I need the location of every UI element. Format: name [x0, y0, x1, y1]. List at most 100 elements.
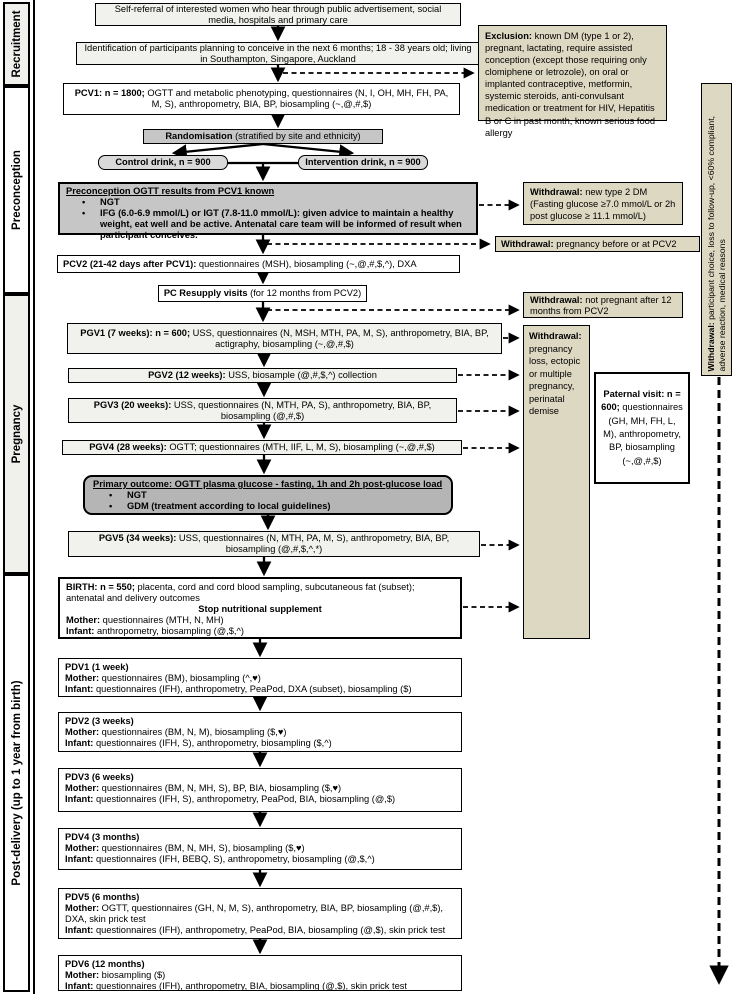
box-withdrawal-pregnancy-loss: Withdrawal: pregnancy loss, ectopic or m… — [523, 325, 590, 639]
withdrawal-new-t2dm-text: new type 2 DM (Fasting glucose ≥7.0 mmol… — [530, 187, 676, 222]
withdrawal-new-t2dm-title: Withdrawal: — [530, 187, 583, 197]
pdv1-title: PDV1 (1 week) — [65, 662, 129, 672]
box-pdv5: PDV5 (6 months) Mother: OGTT, questionna… — [58, 888, 462, 939]
pdv3-infant-text: questionnaires (IFH, S), anthropometry, … — [93, 793, 396, 804]
pcv2-title: PCV2 (21-42 days after PCV1): — [63, 258, 197, 269]
withdrawal-general-text: Withdrawal: participant choice, loss to … — [705, 115, 727, 371]
section-postdelivery-label: Post-delivery (up to 1 year from birth) — [10, 680, 23, 886]
pdv2-infant-text: questionnaires (IFH, S), anthropometry, … — [93, 737, 332, 748]
pgv2-title: PGV2 (12 weeks): — [148, 370, 226, 381]
section-pregnancy-label: Pregnancy — [10, 404, 23, 464]
withdrawal-not-pregnant-12m-text: not pregnant after 12 months from PCV2 — [530, 295, 672, 316]
pdv4-infant-text: questionnaires (IFH, BEBQ, S), anthropom… — [93, 853, 375, 864]
pgv3-text: USS, questionnaires (N, MTH, PA, S), ant… — [171, 399, 432, 421]
preconception-ogtt-bullet-ifg: IFG (6.0-6.9 mmol/L) or IGT (7.8-11.0 mm… — [66, 208, 470, 241]
identification-text: Identification of participants planning … — [84, 42, 472, 64]
pdv4-infant-label: Infant: — [65, 853, 94, 864]
control-drink-label: Control drink, n = 900 — [115, 157, 211, 168]
pdv5-mother-text: OGTT, questionnaires (GH, N, M, S), anth… — [65, 902, 444, 924]
exclusion-text: known DM (type 1 or 2), pregnant, lactat… — [485, 31, 656, 138]
pdv6-mother-text: biosampling ($) — [99, 969, 166, 980]
section-pregnancy: Pregnancy — [3, 294, 30, 574]
withdrawal-pregnancy-loss-text: pregnancy loss, ectopic or multiple preg… — [529, 343, 581, 417]
pdv6-mother-label: Mother: — [65, 969, 100, 980]
primary-outcome-heading: Primary outcome: OGTT plasma glucose - f… — [93, 479, 443, 489]
pdv3-infant-label: Infant: — [65, 793, 94, 804]
randomisation-title: Randomisation — [165, 131, 233, 142]
section-recruitment: Recruitment — [3, 2, 30, 86]
birth-mother-text: questionnaires (MTH, N, MH) — [100, 614, 224, 625]
pdv4-title: PDV4 (3 months) — [65, 832, 140, 842]
box-withdrawal-general: Withdrawal: participant choice, loss to … — [701, 83, 732, 376]
pdv1-mother-text: questionnaires (BM), biosampling (^,♥) — [99, 672, 261, 683]
pdv4-mother-text: questionnaires (BM, N, MH, S), biosampli… — [99, 842, 305, 853]
birth-mother-label: Mother: — [66, 614, 101, 625]
birth-infant-text: anthropometry, biosampling (@,$,^) — [94, 625, 244, 636]
randomisation-text: (stratified by site and ethnicity) — [232, 131, 361, 142]
withdrawal-pregnancy-loss-title: Withdrawal: — [529, 331, 582, 341]
box-pdv6: PDV6 (12 months) Mother: biosampling ($)… — [58, 955, 462, 991]
box-control-drink: Control drink, n = 900 — [98, 155, 228, 170]
pdv3-mother-label: Mother: — [65, 782, 100, 793]
box-preconception-ogtt: Preconception OGTT results from PCV1 kno… — [58, 182, 478, 240]
pgv4-title: PGV4 (28 weeks): — [89, 442, 167, 453]
box-exclusion: Exclusion: known DM (type 1 or 2), pregn… — [478, 25, 667, 138]
section-recruitment-label: Recruitment — [10, 10, 23, 78]
intervention-drink-label: Intervention drink, n = 900 — [305, 157, 421, 168]
pdv3-mother-text: questionnaires (BM, N, MH, S), BP, BIA, … — [99, 782, 342, 793]
pdv6-title: PDV6 (12 months) — [65, 959, 145, 969]
pdv3-title: PDV3 (6 weeks) — [65, 772, 134, 782]
pdv2-mother-text: questionnaires (BM, N, M), biosampling (… — [99, 726, 287, 737]
box-pdv2: PDV2 (3 weeks) Mother: questionnaires (B… — [58, 712, 462, 752]
pdv5-title: PDV5 (6 months) — [65, 892, 140, 902]
pgv4-text: OGTT; questionnaires (MTH, IIF, L, M, S)… — [166, 442, 435, 453]
pcv2-text: questionnaires (MSH), biosampling (~,@,#… — [196, 258, 417, 269]
paternal-visit-text: questionnaires (GH, MH, FH, L, M), anthr… — [603, 402, 683, 466]
preconception-ogtt-bullet-ngt: NGT — [66, 197, 470, 208]
box-identification: Identification of participants planning … — [76, 42, 480, 65]
pc-resupply-text: (for 12 months from PCV2) — [247, 288, 362, 299]
pdv5-infant-label: Infant: — [65, 924, 94, 935]
box-primary-outcome: Primary outcome: OGTT plasma glucose - f… — [83, 475, 453, 515]
birth-title: BIRTH: n = 550; — [66, 582, 135, 592]
pgv2-text: USS, biosample (@,#,$,^) collection — [225, 370, 377, 381]
box-withdrawal-new-t2dm: Withdrawal: new type 2 DM (Fasting gluco… — [523, 182, 683, 225]
pgv1-title: PGV1 (7 weeks): n = 600; — [80, 327, 191, 338]
pgv3-title: PGV3 (20 weeks): — [93, 399, 172, 410]
section-preconception: Preconception — [3, 86, 30, 294]
box-birth: BIRTH: n = 550; placenta, cord and cord … — [58, 577, 462, 639]
box-pgv4: PGV4 (28 weeks): OGTT; questionnaires (M… — [62, 440, 462, 455]
box-pdv3: PDV3 (6 weeks) Mother: questionnaires (B… — [58, 768, 462, 812]
box-pcv2: PCV2 (21-42 days after PCV1): questionna… — [57, 255, 460, 273]
box-self-referral: Self-referral of interested women who he… — [95, 3, 461, 26]
birth-stop-supplement: Stop nutritional supplement — [198, 603, 322, 614]
section-preconception-label: Preconception — [10, 150, 23, 230]
self-referral-text: Self-referral of interested women who he… — [114, 3, 442, 25]
box-pcv1: PCV1: n = 1800; OGTT and metabolic pheno… — [63, 83, 460, 115]
pgv5-title: PGV5 (34 weeks): — [98, 533, 177, 544]
box-pgv5: PGV5 (34 weeks): USS, questionnaires (N,… — [68, 531, 480, 557]
pdv1-infant-text: questionnaires (IFH), anthropometry, Pea… — [93, 683, 412, 694]
section-postdelivery: Post-delivery (up to 1 year from birth) — [3, 574, 30, 992]
preconception-ogtt-heading: Preconception OGTT results from PCV1 kno… — [66, 186, 275, 196]
pdv2-infant-label: Infant: — [65, 737, 94, 748]
pdv6-infant-label: Infant: — [65, 980, 94, 991]
box-pc-resupply: PC Resupply visits (for 12 months from P… — [158, 285, 367, 302]
pdv6-infant-text: questionnaires (IFH), anthropometry, BIA… — [93, 980, 408, 991]
box-intervention-drink: Intervention drink, n = 900 — [298, 155, 428, 170]
birth-text: placenta, cord and cord blood sampling, … — [66, 582, 415, 603]
pdv2-title: PDV2 (3 weeks) — [65, 716, 134, 726]
pdv5-infant-text: questionnaires (IFH), anthropometry, Pea… — [93, 924, 446, 935]
box-withdrawal-not-pregnant-12m: Withdrawal: not pregnant after 12 months… — [523, 292, 683, 318]
box-pgv3: PGV3 (20 weeks): USS, questionnaires (N,… — [68, 398, 457, 423]
pdv5-mother-label: Mother: — [65, 902, 100, 913]
primary-outcome-bullet-ngt: NGT — [93, 490, 443, 501]
paternal-visit-title: Paternal visit: n = 600; — [601, 388, 681, 413]
pc-resupply-title: PC Resupply visits — [163, 288, 248, 299]
box-pdv1: PDV1 (1 week) Mother: questionnaires (BM… — [58, 658, 462, 697]
pdv4-mother-label: Mother: — [65, 842, 100, 853]
withdrawal-pregnancy-pcv2-title: Withdrawal: — [501, 238, 554, 249]
withdrawal-pregnancy-pcv2-text: pregnancy before or at PCV2 — [553, 238, 677, 249]
box-paternal-visit: Paternal visit: n = 600; questionnaires … — [594, 372, 690, 484]
